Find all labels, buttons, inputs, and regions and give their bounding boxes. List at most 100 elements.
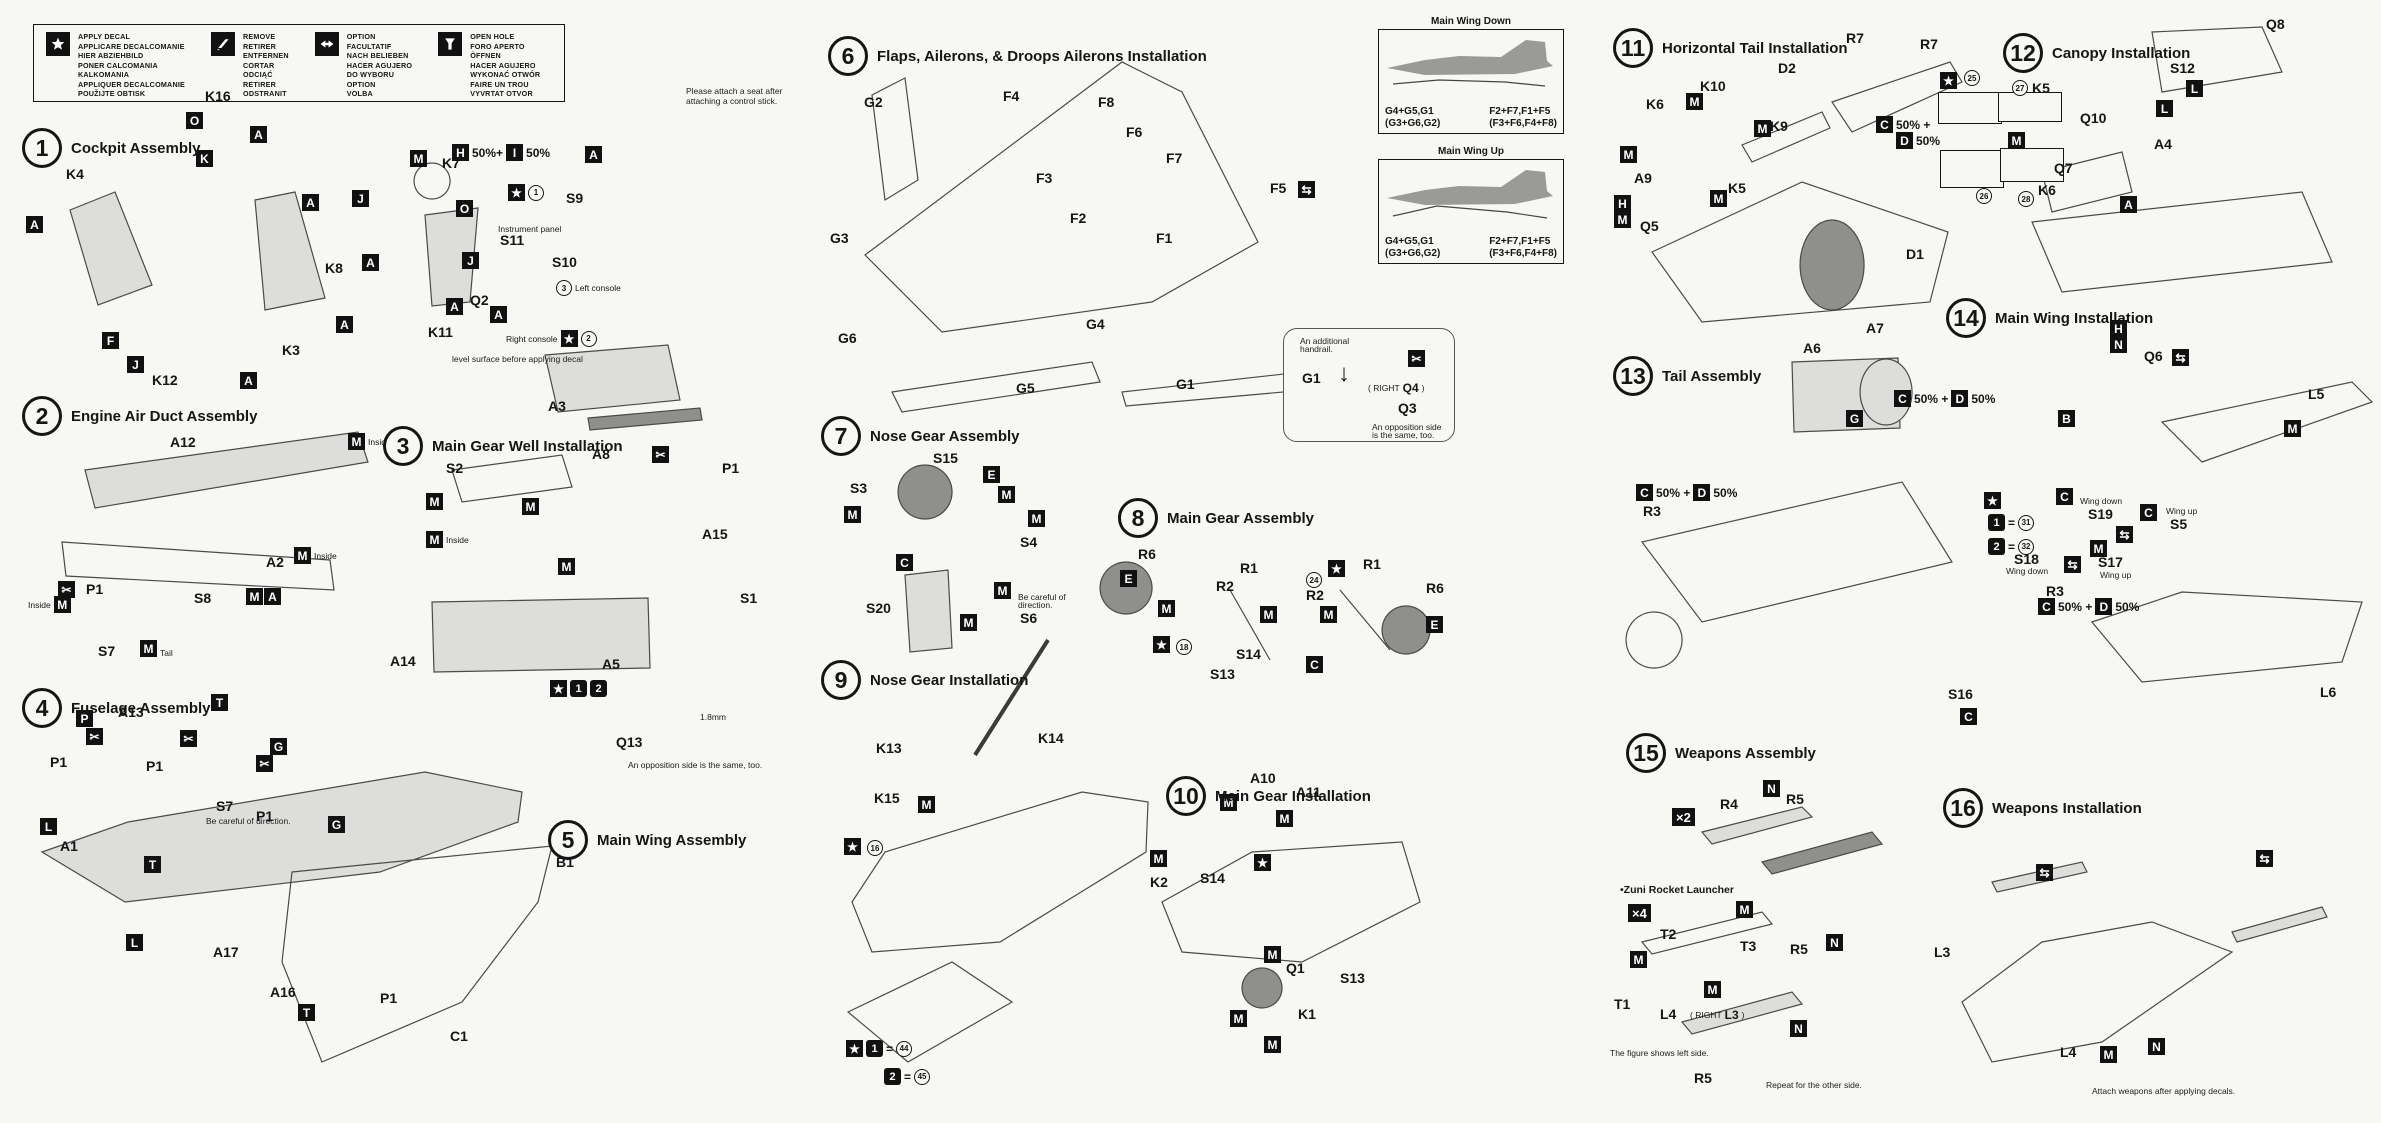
- paint-code-chip: F: [102, 332, 119, 349]
- paint-code-chip: M: [2090, 540, 2107, 557]
- row-note: Left console: [575, 283, 621, 293]
- part-label: T3: [1740, 938, 1757, 954]
- paint-code-chip: C: [2056, 488, 2073, 505]
- sequence-chip: 1: [866, 1040, 883, 1057]
- paint-code-chip: M: [1264, 1036, 1281, 1053]
- part-label: L3: [1934, 944, 1951, 960]
- part-label: F8: [1098, 94, 1115, 110]
- paint-code-chip: I: [506, 144, 524, 161]
- sequence-chip: 2: [884, 1068, 901, 1085]
- legend-line: VYVRTAT OTVOR: [470, 89, 533, 98]
- paint-code-chip: M: [522, 498, 539, 515]
- symbol-star-icon: ★: [844, 838, 861, 855]
- row-text: 50% +: [1896, 117, 1931, 132]
- paint-code-chip: T: [144, 856, 161, 873]
- legend-line: VOLBA: [346, 89, 373, 98]
- part-label: R1: [1363, 556, 1381, 572]
- symbol-option-icon: ⇆: [2116, 526, 2133, 543]
- part-label: S14: [1200, 870, 1225, 886]
- part-label: Q2: [470, 292, 489, 308]
- paint-code-chip: A: [362, 254, 379, 271]
- part-label: S7: [98, 643, 116, 659]
- part-label: K1: [1298, 1006, 1316, 1022]
- symbol-remove-icon: ✂: [256, 755, 273, 772]
- callout-note: Instrument panel: [498, 224, 562, 234]
- paint-code-chip: M: [1320, 606, 1337, 623]
- part-label: G1: [1176, 376, 1195, 392]
- callout-note: direction.: [1018, 600, 1053, 610]
- inset-formulas: G4+G5,G1(G3+G6,G2)F2+F7,F1+F5(F3+F6,F4+F…: [1385, 236, 1557, 259]
- part-label: Q6: [2144, 348, 2163, 364]
- paint-code-chip: D: [1951, 390, 1969, 407]
- legend-line: FORO APERTO: [470, 41, 525, 51]
- step-title: Canopy Installation: [2052, 44, 2191, 62]
- paint-code-chip: T: [298, 1004, 315, 1021]
- paint-code-chip: M: [1614, 211, 1631, 228]
- part-label: R6: [1426, 580, 1444, 596]
- paint-code-chip: M: [410, 150, 427, 167]
- part-label: K15: [874, 790, 900, 806]
- row-text: 50% +: [1914, 391, 1949, 406]
- paint-code-chip: N: [1826, 934, 1843, 951]
- part-label: Q7: [2054, 160, 2073, 176]
- legend-line: ODCIĄĆ: [243, 70, 273, 79]
- paint-code-chip: E: [1120, 570, 1137, 587]
- paint-code-chip: N: [1763, 780, 1780, 797]
- row-note: Inside: [446, 534, 469, 545]
- row-note: Right console: [506, 333, 558, 344]
- legend-line: ODSTRANIT: [243, 89, 287, 98]
- paint-code-chip: M: [246, 588, 263, 605]
- row-text: 50%: [2115, 599, 2140, 614]
- drill-icon: [438, 32, 463, 56]
- paint-code-chip: M: [1736, 901, 1753, 918]
- symbol-star-icon: ★: [1984, 492, 2001, 509]
- part-label: D1: [1906, 246, 1924, 262]
- part-label: K6: [1646, 96, 1664, 112]
- part-label: S17: [2098, 554, 2123, 570]
- decal-number: 27: [2012, 80, 2028, 96]
- multiplier-chip: ×4: [1628, 904, 1651, 922]
- part-label: K10: [1700, 78, 1726, 94]
- symbol-remove-icon: ✂: [86, 728, 103, 745]
- part-label: F2: [1070, 210, 1087, 226]
- step-number: 5: [548, 820, 588, 860]
- step-title: Main Wing Assembly: [597, 831, 747, 849]
- sequence-chip: 1: [1988, 514, 2005, 531]
- symbol-remove-icon: ✂: [1408, 350, 1425, 367]
- part-label: A4: [2154, 136, 2172, 152]
- paint-code-chip: L: [2186, 80, 2203, 97]
- paint-code-chip: M: [140, 640, 157, 657]
- symbol-star-icon: ★: [1153, 636, 1170, 653]
- part-label: K9: [1770, 118, 1788, 134]
- step-title: Weapons Assembly: [1675, 744, 1816, 762]
- decal-number: 18: [1176, 639, 1192, 655]
- decal-number: 25: [1964, 70, 1980, 86]
- paint-code-chip: C: [1960, 708, 1977, 725]
- part-label: K14: [1038, 730, 1064, 746]
- step-title: Tail Assembly: [1662, 367, 1762, 385]
- step-number: 7: [821, 416, 861, 456]
- label-row: ★1=44: [846, 1040, 913, 1057]
- formula-right: F2+F7,F1+F5(F3+F6,F4+F8): [1489, 106, 1557, 129]
- part-label: C1: [450, 1028, 468, 1044]
- paint-code-chip: A: [2120, 196, 2137, 213]
- decal-number: 16: [867, 840, 883, 856]
- paint-code-chip: K: [196, 150, 213, 167]
- paint-code-chip: M: [2100, 1046, 2117, 1063]
- paint-code-chip: A: [240, 372, 257, 389]
- step-number: 9: [821, 660, 861, 700]
- legend-line: POUŽIJTE OBTISK: [78, 89, 146, 98]
- paint-code-chip: M: [2284, 420, 2301, 437]
- legend-line: CORTAR: [243, 60, 275, 70]
